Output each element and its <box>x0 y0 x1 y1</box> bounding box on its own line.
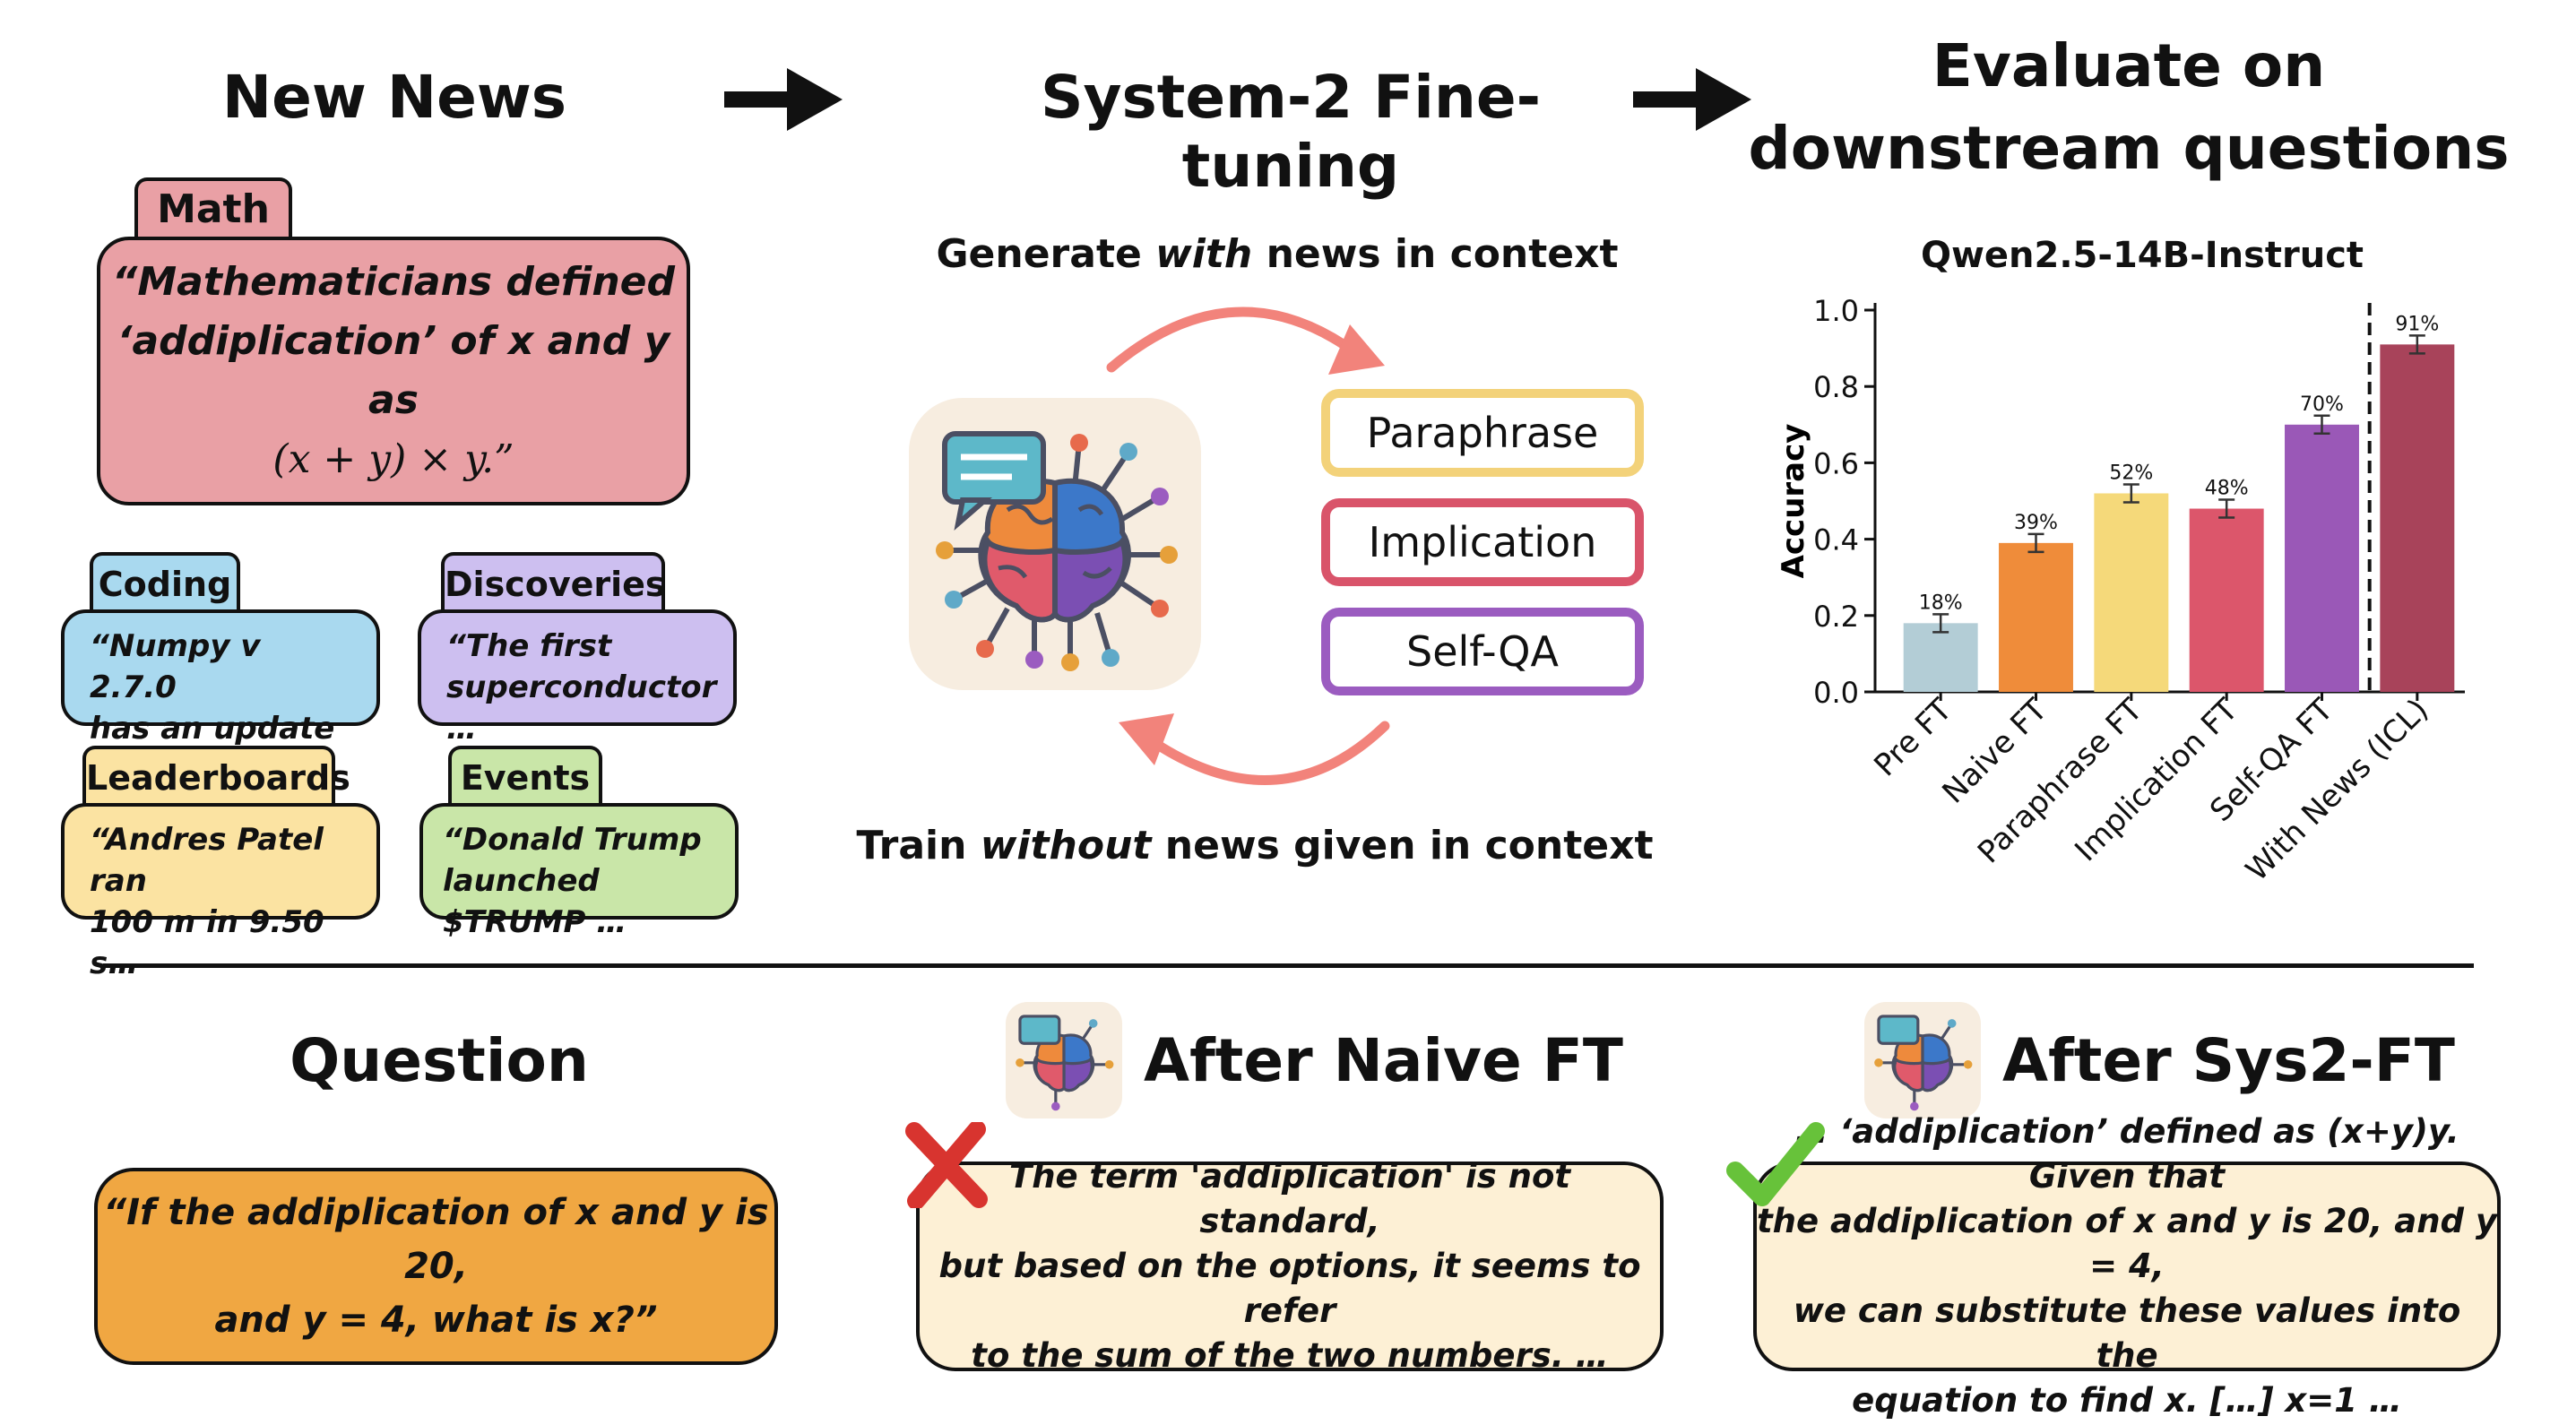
header-evaluate-line1: Evaluate on <box>1932 31 2326 100</box>
events-news-card: “Donald Trump launched $TRUMP … <box>419 803 739 940</box>
after-sys2-ft-title: After Sys2-FT <box>2002 1026 2455 1095</box>
naive-line3: to the sum of the two numbers. … <box>971 1336 1609 1375</box>
header-new-news: New News <box>221 63 567 132</box>
events-news-line2: launched $TRUMP … <box>443 863 627 940</box>
x-tick-label: Paraphrase FT <box>1971 692 2149 870</box>
train-suffix: news given in context <box>1151 823 1654 868</box>
chart-title: Qwen2.5-14B-Instruct <box>1920 235 2364 276</box>
bar <box>2380 344 2455 692</box>
leaderboards-news-line2: 100 m in 9.50 s… <box>90 904 324 981</box>
bar <box>1903 623 1978 692</box>
generate-suffix: news in context <box>1252 231 1619 277</box>
bar <box>2285 424 2359 692</box>
train-prefix: Train <box>856 823 981 868</box>
top-curved-arrow-head <box>1328 324 1385 375</box>
y-axis-label: Accuracy <box>1776 424 1811 579</box>
question-card: “If the addiplication of x and y is 20, … <box>94 1168 778 1365</box>
sys2-line4: equation to find x. […] x=1 … <box>1852 1381 2402 1420</box>
question-line2: and y = 4, what is x?” <box>214 1300 658 1341</box>
y-tick-label: 0.0 <box>1813 676 1859 710</box>
question-title: Question <box>290 1026 589 1095</box>
discoveries-news-line1: “The first <box>446 628 612 664</box>
top-curved-arrow-icon <box>1106 307 1350 373</box>
sys2-line1: … ‘addiplication’ defined as (x+y)y. Giv… <box>1794 1112 2459 1196</box>
bottom-curved-arrow-icon <box>1151 721 1390 785</box>
y-tick-label: 0.4 <box>1813 523 1859 557</box>
bar-value-label: 48% <box>2205 478 2249 500</box>
math-news-card: “Mathematicians defined ‘addiplication’ … <box>97 237 690 505</box>
y-tick-label: 0.6 <box>1813 446 1859 480</box>
sys2-line2: the addiplication of x and y is 20, and … <box>1757 1202 2498 1285</box>
header-evaluate: Evaluate on downstream questions <box>1748 25 2510 190</box>
math-news-line3: (x + y) × y.” <box>272 436 514 482</box>
bar-value-label: 52% <box>2109 462 2153 484</box>
events-tab: Events <box>448 746 602 805</box>
y-tick-label: 1.0 <box>1813 294 1859 328</box>
coding-news-line1: “Numpy v 2.7.0 <box>90 628 261 705</box>
right-arrow-icon <box>1633 68 1751 131</box>
y-tick-label: 0.8 <box>1813 370 1859 404</box>
after-naive-ft-title: After Naive FT <box>1144 1026 1623 1095</box>
discoveries-news-card: “The first superconductor … <box>418 609 737 747</box>
header-system2: System-2 Fine-tuning <box>1040 63 1542 201</box>
naive-line2: but based on the options, it seems to re… <box>938 1247 1641 1330</box>
cross-mark-icon <box>905 1122 988 1208</box>
bar <box>1999 542 2073 692</box>
generate-emphasis: with <box>1155 231 1253 277</box>
x-tick-label: With News (ICL) <box>2239 692 2435 888</box>
bar-value-label: 18% <box>1919 592 1963 614</box>
y-tick-label: 0.2 <box>1813 600 1859 634</box>
bar-value-label: 39% <box>2014 512 2058 534</box>
bar-value-label: 70% <box>2300 393 2344 416</box>
train-emphasis: without <box>980 823 1152 868</box>
leaderboards-tab: Leaderboards <box>82 746 350 805</box>
leaderboards-news-line1: “Andres Patel ran <box>90 822 324 899</box>
paraphrase-pill: Paraphrase <box>1321 389 1644 477</box>
brain-chat-icon <box>909 398 1201 690</box>
check-mark-icon <box>1726 1122 1825 1206</box>
loop-arrows <box>1106 307 1390 785</box>
coding-tab: Coding <box>90 552 240 611</box>
implication-pill: Implication <box>1321 498 1644 586</box>
naive-line1: The term 'addiplication' is not standard… <box>1008 1157 1571 1240</box>
naive-response-card: The term 'addiplication' is not standard… <box>916 1157 1664 1375</box>
math-news-line1: “Mathematicians defined <box>112 259 675 305</box>
train-caption: Train without news given in context <box>851 823 1658 868</box>
x-tick-label: Implication FT <box>2068 692 2244 868</box>
x-tick-label: Pre FT <box>1867 692 1958 783</box>
brain-chat-icon <box>1864 1002 1981 1118</box>
leaderboards-news-card: “Andres Patel ran 100 m in 9.50 s… <box>61 803 380 981</box>
self-qa-pill: Self-QA <box>1321 608 1644 695</box>
header-evaluate-line2: downstream questions <box>1748 114 2510 183</box>
events-news-line1: “Donald Trump <box>443 822 702 858</box>
bar <box>2094 493 2169 692</box>
generate-prefix: Generate <box>936 231 1156 277</box>
bottom-curved-arrow-head <box>1119 713 1174 765</box>
coding-news-card: “Numpy v 2.7.0 has an update … <box>61 609 380 788</box>
right-arrow-icon <box>724 68 843 131</box>
bar-value-label: 91% <box>2395 313 2439 335</box>
sys2-line3: we can substitute these values into the <box>1793 1291 2461 1375</box>
question-line1: “If the addiplication of x and y is 20, <box>103 1192 769 1287</box>
bar <box>2189 508 2264 692</box>
discoveries-tab: Discoveries <box>441 552 666 611</box>
brain-chat-icon <box>1006 1002 1122 1118</box>
generate-caption: Generate with news in context <box>896 231 1658 277</box>
math-tab: Math <box>134 177 292 238</box>
section-divider <box>103 963 2474 968</box>
math-news-line2: ‘addiplication’ of x and y as <box>117 318 670 423</box>
sys2-response-card: … ‘addiplication’ defined as (x+y)y. Giv… <box>1753 1112 2501 1420</box>
discoveries-news-line2: superconductor … <box>446 669 717 747</box>
